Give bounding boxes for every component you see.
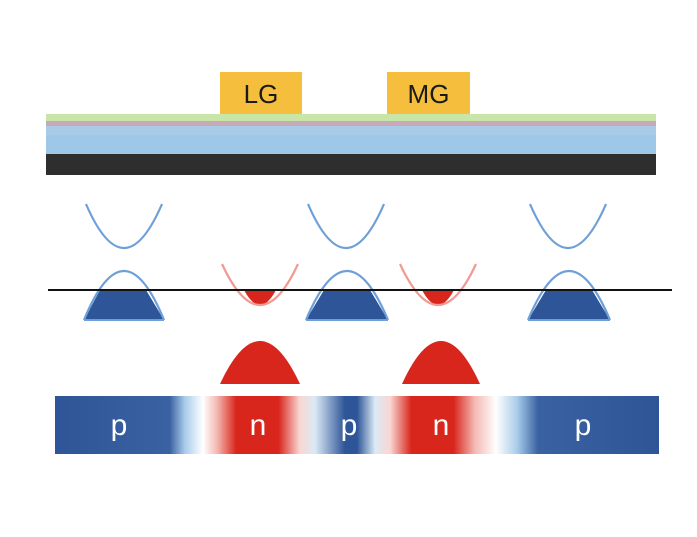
n-electron-fill-1 — [244, 290, 276, 305]
p-valence-band-1 — [82, 270, 166, 321]
pink-layer — [46, 121, 656, 126]
region-label-3: p — [341, 409, 358, 442]
blue-layer — [46, 135, 656, 154]
p-hole-fill-3 — [528, 290, 610, 320]
p-valence-bands — [82, 270, 612, 321]
conduction-band-2 — [306, 203, 386, 249]
conduction-bands — [84, 203, 608, 249]
n-valence-hump-1 — [220, 341, 300, 384]
n-band-edge-2 — [399, 263, 477, 306]
n-conduction-bands — [221, 263, 477, 306]
p-hole-fill-2 — [306, 290, 388, 320]
p-band-edge-3 — [526, 270, 612, 321]
light-blue-layer — [46, 126, 656, 135]
conduction-band-1 — [84, 203, 164, 249]
mg-gate-label: MG — [408, 79, 450, 109]
lg-gate: LG — [220, 72, 302, 114]
top-layer — [46, 114, 656, 121]
conduction-band-3 — [528, 203, 608, 249]
mg-gate-box — [387, 72, 470, 114]
p-valence-band-2 — [304, 270, 390, 321]
n-valence-humps — [220, 341, 480, 384]
region-label-4: n — [433, 409, 450, 442]
p-hole-fill-1 — [84, 290, 164, 320]
lg-gate-label: LG — [244, 79, 279, 109]
n-valence-hump-2 — [402, 341, 480, 384]
p-band-edge-1 — [82, 270, 166, 321]
substrate-layer — [46, 154, 656, 175]
lg-gate-box — [220, 72, 302, 114]
n-band-edge-1 — [221, 263, 299, 306]
layer-stack — [46, 114, 656, 175]
region-label-2: n — [250, 409, 267, 442]
n-conduction-band-2 — [399, 263, 477, 306]
doping-strip-bar — [55, 396, 659, 454]
mg-gate: MG — [387, 72, 470, 114]
n-conduction-band-1 — [221, 263, 299, 306]
n-electron-fill-2 — [422, 290, 454, 305]
p-band-edge-2 — [304, 270, 390, 321]
p-valence-band-3 — [526, 270, 612, 321]
region-label-5: p — [575, 409, 592, 442]
doping-strip: p n p n p — [55, 396, 659, 454]
region-label-1: p — [111, 409, 128, 442]
